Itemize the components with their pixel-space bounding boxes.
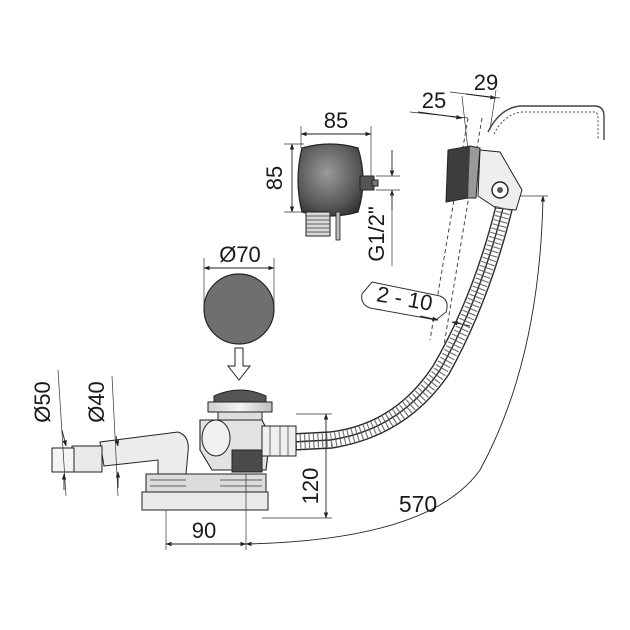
dim-height: 120 [262,413,332,519]
cap-diameter-label: Ø70 [219,242,261,267]
flexible-hose [291,205,513,451]
overflow-rosette [429,105,605,346]
outlet-d50-label: Ø50 [30,381,55,423]
length-label: 570 [399,491,437,517]
outlet-d40-label: Ø40 [84,381,109,423]
dim-cap: Ø70 [203,242,275,309]
dim-length: 570 [245,195,548,547]
dim-thread: G1/2" [364,150,400,266]
overflow-height-label: 85 [262,166,287,190]
dim-overflow-height: 85 [262,143,304,213]
dim-outlet: Ø50 Ø40 [30,369,121,497]
offset-label: 90 [192,518,216,543]
thread-label: G1/2" [364,206,389,262]
drain-cap [203,273,275,345]
height-label: 120 [298,468,323,505]
rosette-25-label: 25 [422,88,446,113]
rosette-29-label: 29 [474,70,498,95]
waste-assembly [51,389,297,511]
dim-offset: 90 [165,474,247,550]
dim-wall-range: 2 - 10 [361,281,471,327]
arrow-down-icon [226,347,252,381]
overflow-width-label: 85 [324,108,348,133]
dim-rosette: 25 29 [409,70,501,151]
